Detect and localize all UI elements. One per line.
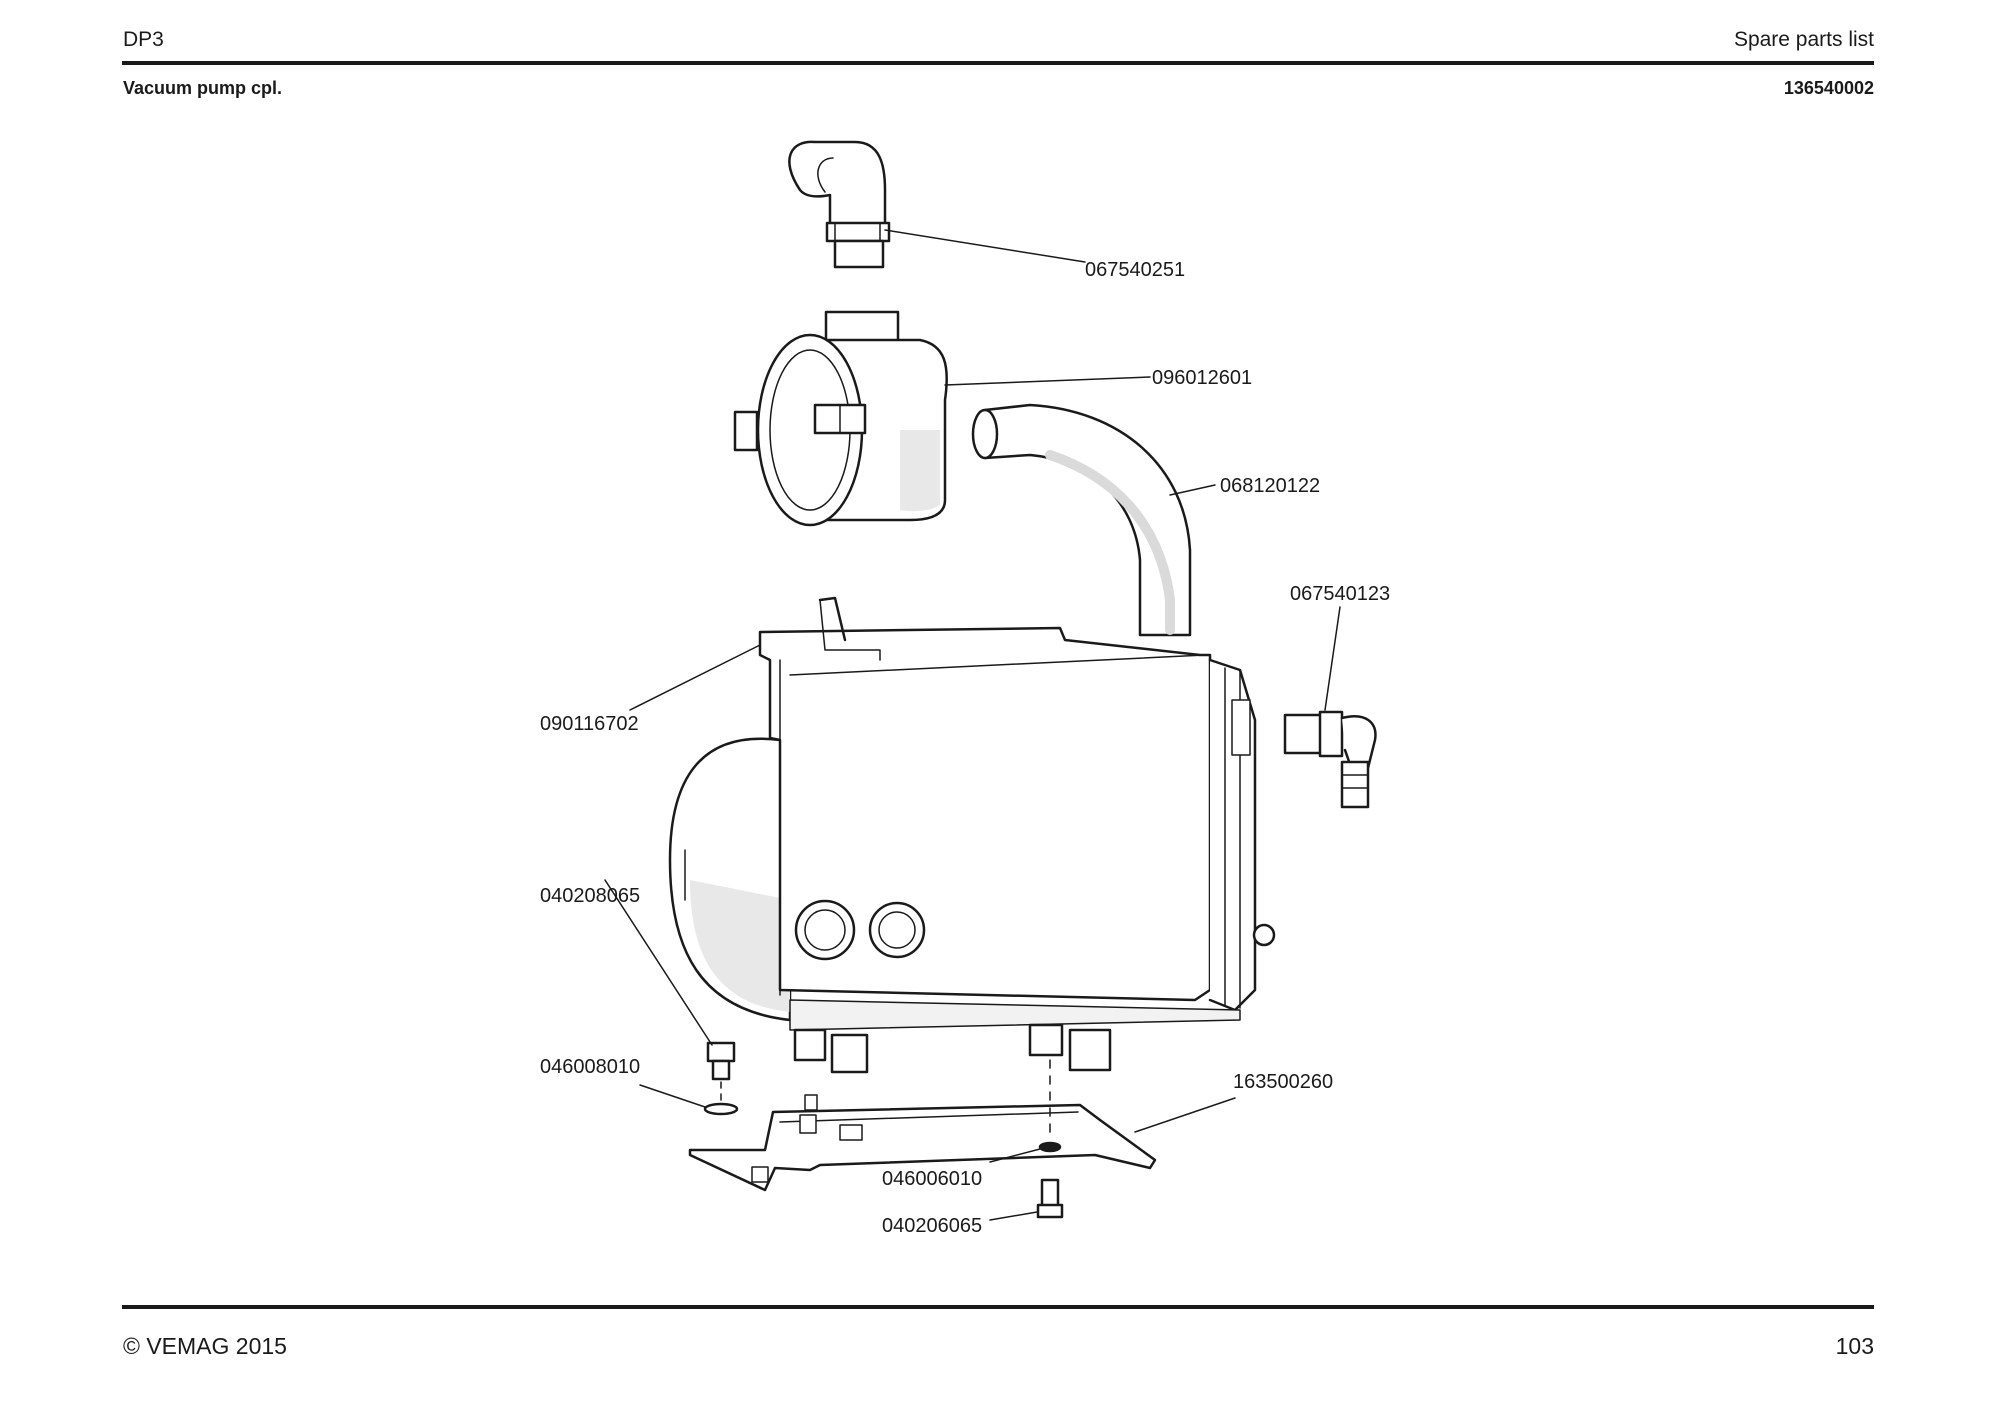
part-label-068120122: 068120122: [1220, 475, 1320, 497]
document-type: Spare parts list: [1733, 28, 1874, 51]
document-code: DP3: [123, 28, 164, 51]
header-rule: [122, 61, 1874, 65]
leader-lines: [604, 229, 1341, 1221]
part-label-067540123: 067540123: [1290, 583, 1390, 605]
assembly-title: Vacuum pump cpl.: [123, 78, 283, 98]
part-label-046006010: 046006010: [882, 1168, 982, 1190]
pump-body-drawing: [668, 596, 1276, 1074]
part-label-040206065: 040206065: [882, 1215, 982, 1237]
part-label-096012601: 096012601: [1152, 367, 1252, 389]
elbow-fitting-drawing: [788, 140, 891, 269]
copyright: © VEMAG 2015: [123, 1333, 287, 1359]
part-label-067540251: 067540251: [1085, 259, 1185, 281]
page-number: 103: [1835, 1333, 1874, 1359]
right-elbow-fitting-drawing: [1283, 710, 1377, 809]
footer-rule: [122, 1305, 1874, 1309]
mounting-plate-drawing: [688, 1094, 1157, 1192]
hose-drawing: [971, 403, 1192, 637]
part-label-163500260: 163500260: [1233, 1071, 1333, 1093]
filter-housing-drawing: [733, 310, 948, 527]
part-label-046008010: 046008010: [540, 1056, 640, 1078]
part-label-040208065: 040208065: [540, 885, 640, 907]
assembly-number: 136540002: [1783, 78, 1874, 98]
fasteners-drawing: [703, 1041, 1064, 1219]
part-label-090116702: 090116702: [540, 713, 639, 735]
